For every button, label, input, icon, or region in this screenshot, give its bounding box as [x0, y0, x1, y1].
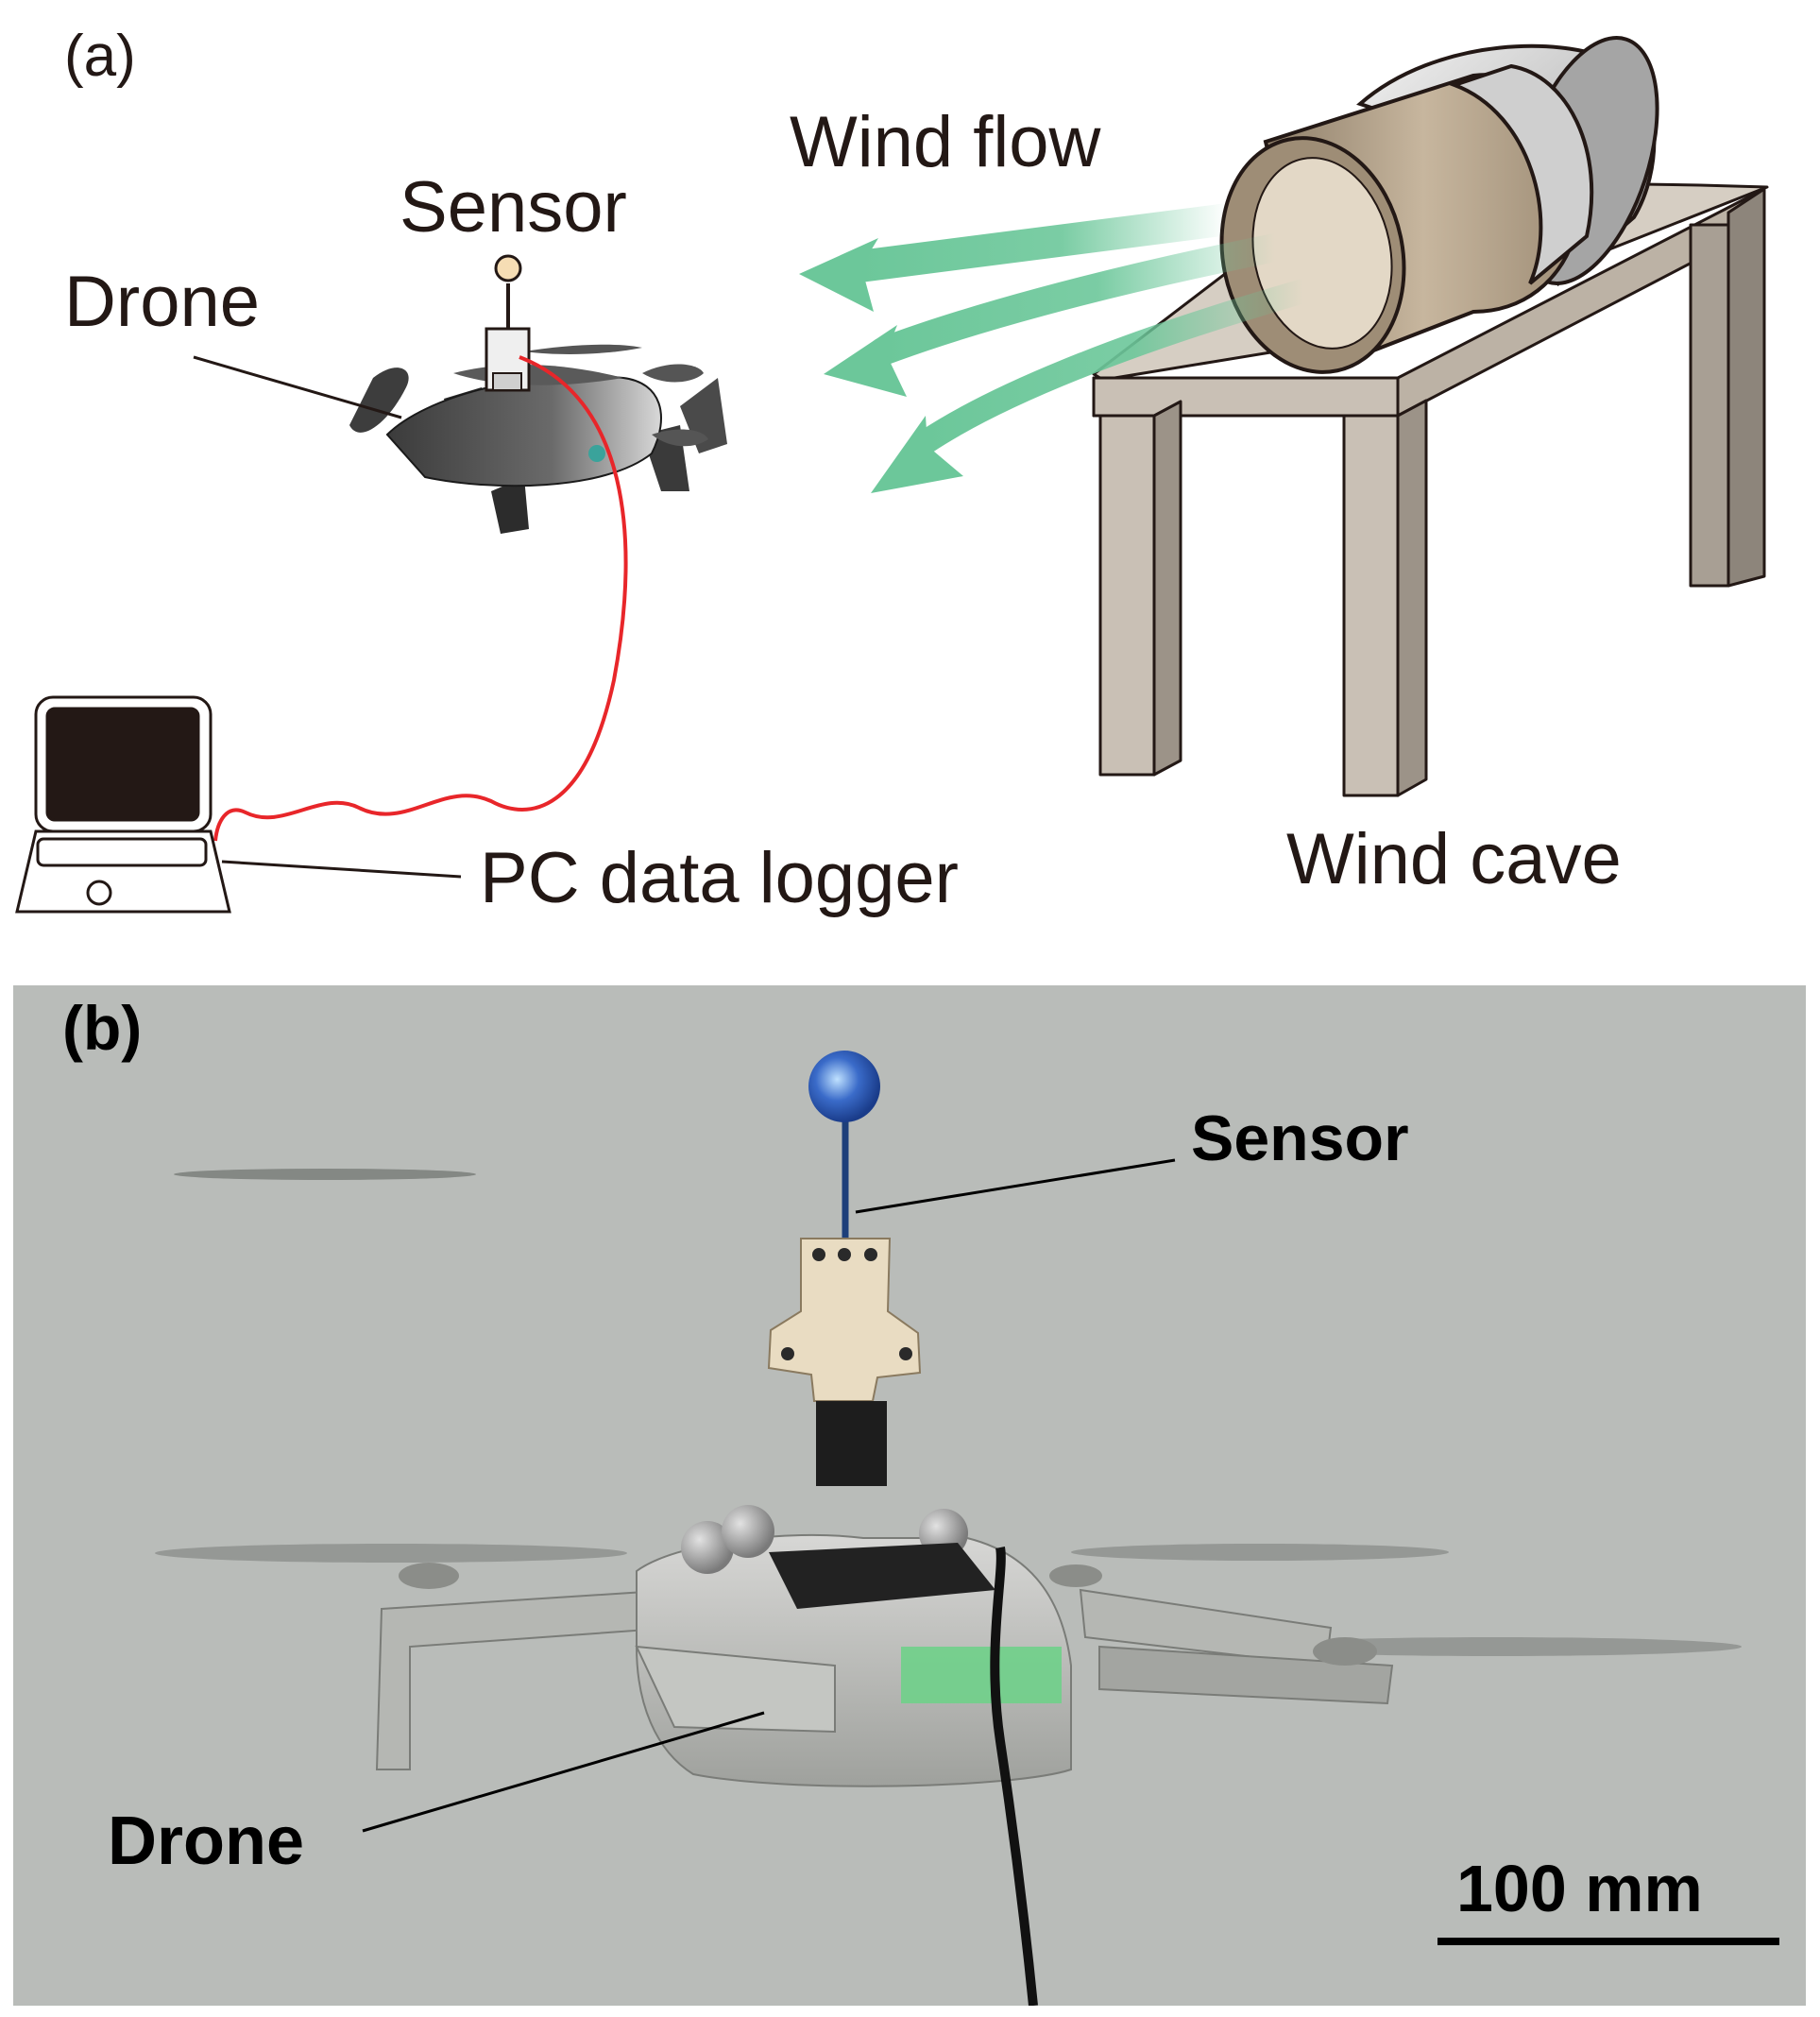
panel-a-svg: (a) — [15, 24, 1769, 918]
sensor-leader-line — [855, 1158, 1176, 1214]
wind-flow-arrows — [799, 203, 1316, 493]
sensor-mount — [767, 1238, 922, 1486]
drone-label: Drone — [64, 262, 260, 342]
photo-cable — [990, 1547, 1038, 2006]
scale-bar — [1437, 1938, 1779, 1945]
panel-a-label: (a) — [64, 24, 136, 89]
sensor-ball — [808, 1051, 880, 1122]
propeller-blur-left — [155, 1544, 627, 1563]
drone-photo-leader-line — [362, 1711, 765, 1833]
photo-drone-label: Drone — [108, 1803, 304, 1879]
drone-leader-line — [193, 355, 402, 419]
pc-label: PC data logger — [480, 838, 959, 918]
laptop-illustration — [15, 695, 231, 914]
panel-b-svg: (b) — [62, 993, 1779, 2006]
wind-arrow-head — [871, 416, 963, 493]
drone-sensor-label: Sensor — [400, 167, 627, 248]
photo-sensor-label: Sensor — [1191, 1103, 1409, 1174]
wind-flow-label: Wind flow — [790, 102, 1102, 182]
drone-photo-body — [375, 1505, 1394, 1787]
wind-arrow — [843, 203, 1244, 282]
panel-b-label: (b) — [62, 993, 142, 1063]
wind-arrow-head — [799, 238, 878, 312]
wind-cave-label: Wind cave — [1286, 819, 1622, 899]
scale-bar-label: 100 mm — [1456, 1852, 1703, 1925]
propellers — [174, 1169, 476, 1180]
pc-leader-line — [221, 860, 462, 879]
wind-arrow — [913, 279, 1316, 454]
wind-arrow — [869, 233, 1289, 366]
wind-arrow-head — [824, 325, 907, 397]
panel-a-schematic: (a) — [0, 0, 1820, 973]
propeller-blur-right — [1071, 1544, 1449, 1561]
data-cable — [213, 355, 628, 842]
drone-illustration — [349, 254, 727, 534]
panel-b-photo: (b) — [13, 985, 1806, 2006]
green-tape — [901, 1647, 1062, 1703]
wind-tube-illustration — [1219, 36, 1659, 374]
